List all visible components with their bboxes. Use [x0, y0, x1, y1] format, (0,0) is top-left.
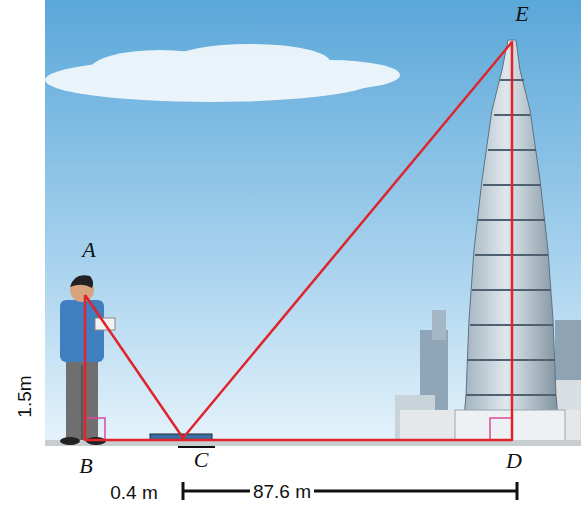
point-label: E [515, 3, 528, 25]
point-label: B [79, 455, 92, 477]
dimension-label: 1.5m [15, 372, 34, 420]
point-label: A [82, 239, 95, 261]
dimension-label: 87.6 m [250, 482, 314, 501]
point-label: D [506, 450, 522, 472]
dimension-label: 0.4 m [107, 483, 161, 502]
point-label: C [194, 449, 209, 471]
